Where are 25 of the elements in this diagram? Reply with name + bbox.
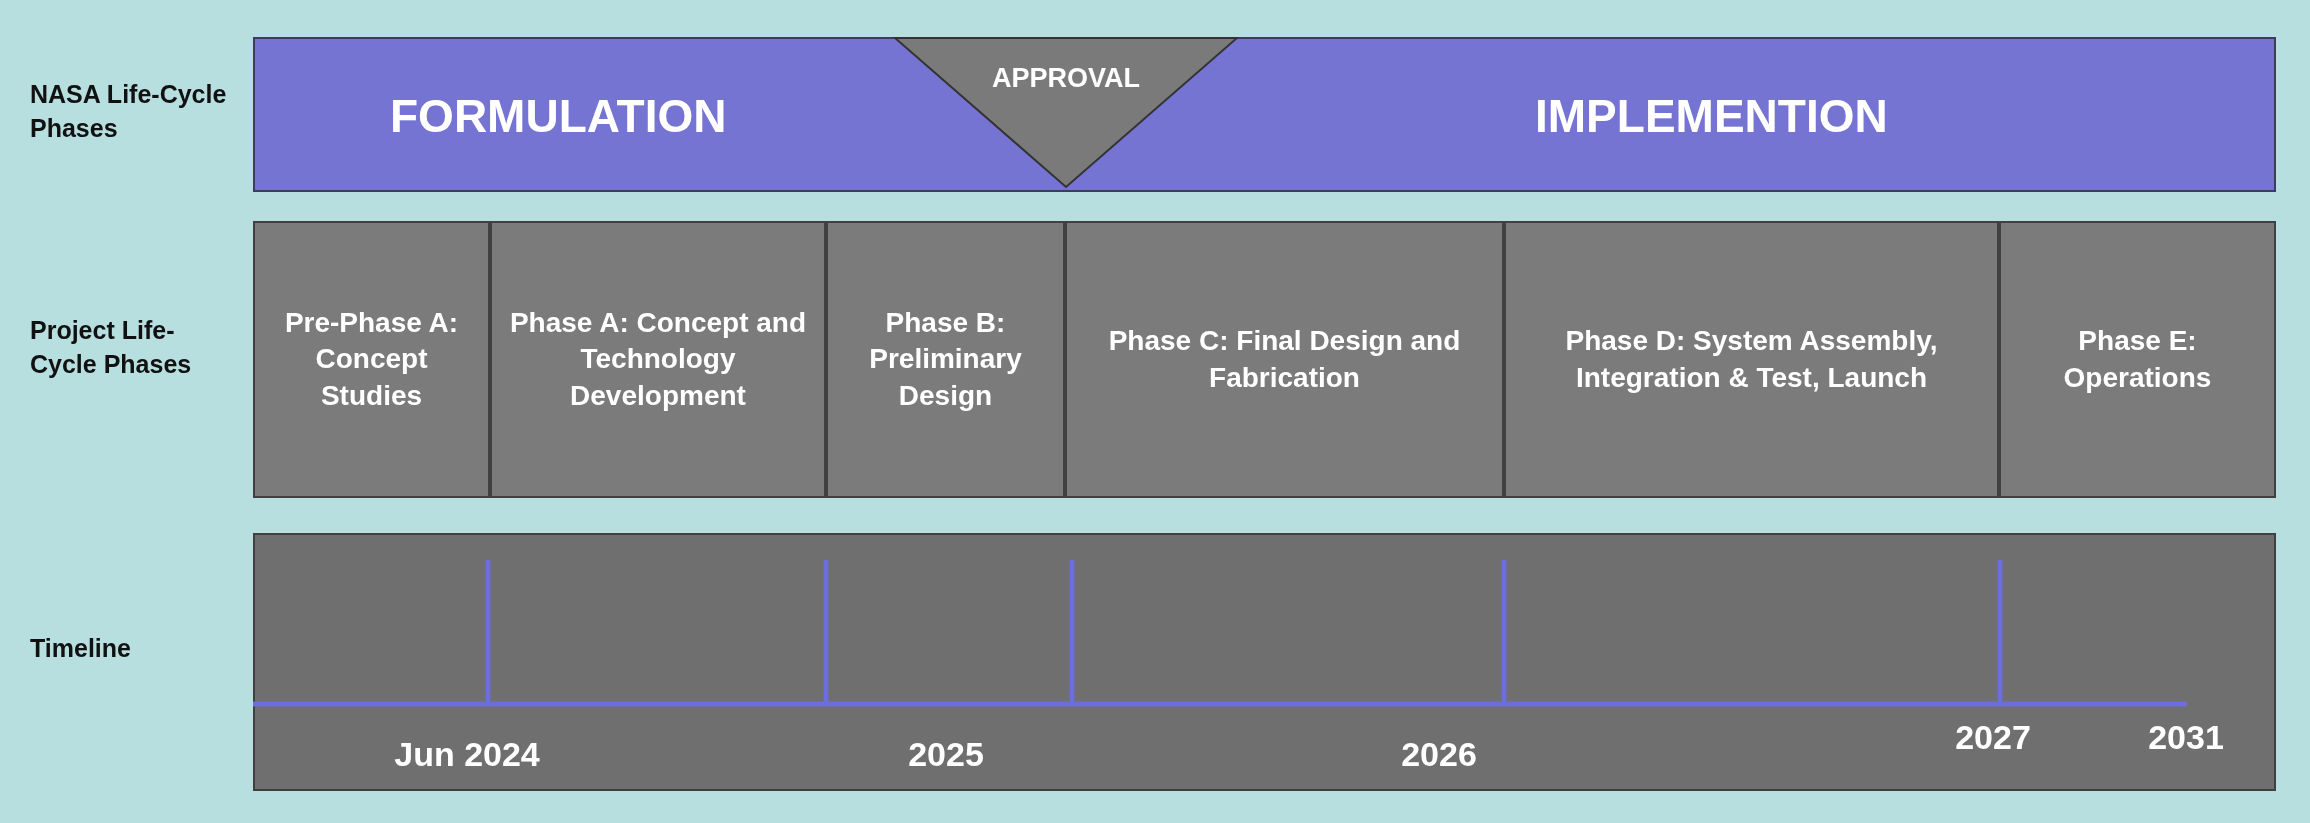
phase-label: Phase C: Final Design and Fabrication	[1107, 324, 1462, 395]
phase-box	[1999, 221, 2276, 498]
row-label: Project Life-Cycle Phases	[30, 315, 193, 380]
phase-box	[1065, 221, 1504, 498]
row-label: Timeline	[30, 633, 132, 664]
phase-label: Phase B: Preliminary Design	[868, 305, 1023, 413]
year-label: 2031	[2148, 718, 2224, 757]
year-label: 2026	[1401, 735, 1477, 774]
phase-box	[826, 221, 1065, 498]
timeline-band	[253, 533, 2276, 791]
phase-label: Pre-Phase A: Concept Studies	[283, 305, 460, 413]
row-label: NASA Life-Cycle Phases	[30, 79, 228, 144]
phase-box	[1504, 221, 1999, 498]
phase-band	[253, 37, 2276, 192]
phase-label: Phase D: System Assembly, Integration & Test, Launch	[1564, 324, 1939, 395]
approval-label: APPROVAL	[991, 63, 1141, 94]
phase-label: Phase A: Concept and Technology Development	[508, 305, 808, 413]
year-label: 2025	[908, 735, 984, 774]
phase-label: Phase E: Operations	[2062, 324, 2213, 395]
formulation-heading: FORMULATION	[390, 89, 727, 143]
phase-box	[253, 221, 490, 498]
implementation-heading: IMPLEMENTION	[1535, 89, 1888, 143]
phase-box	[490, 221, 826, 498]
year-label: 2027	[1955, 718, 2031, 757]
year-label: Jun 2024	[394, 735, 540, 774]
